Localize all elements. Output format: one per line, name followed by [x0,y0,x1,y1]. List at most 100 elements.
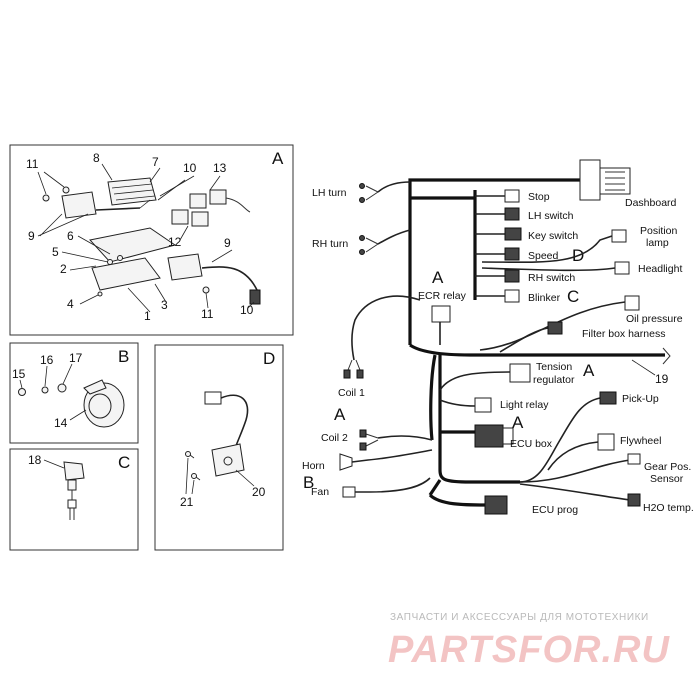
letter-ecu-box-a: A [512,413,524,432]
horn-center [88,393,112,419]
coil1-split [347,359,361,371]
horn-connector [339,453,353,471]
light-relay-connector [474,397,492,413]
label-tension-1: Tension [536,361,572,373]
label-coil-2: Coil 2 [321,432,348,444]
headlight-branch [481,267,616,272]
callout-9-left: 9 [28,229,35,243]
callout-12: 12 [168,235,182,249]
label-ecu-prog: ECU prog [532,504,578,516]
fan-wire [355,477,431,493]
trunk-lower [438,355,520,484]
dashboard-pins [605,171,625,191]
callout-7: 7 [152,155,159,169]
panel-a-leader-lines [37,163,255,313]
label-lh-turn: LH turn [312,187,347,199]
label-position-lamp-1: Position [640,225,678,237]
horn-wire [351,449,433,463]
ecu-box-lock [502,427,514,445]
regulator-connector [509,363,531,383]
trunk-top [408,178,590,198]
screw-6 [117,255,123,261]
pickup-branch [519,397,601,483]
coil2-plug-1 [359,429,367,438]
label-harness-19: 19 [655,372,669,386]
label-oil-pressure: Oil pressure [626,313,683,325]
label-blinker: Blinker [528,292,561,304]
spark-cap-10 [249,289,261,305]
watermark: ЗАПЧАСТИ И АКСЕССУАРЫ ДЛЯ МОТОТЕХНИКИ PA… [388,612,670,671]
relay-terminal [67,499,77,509]
label-fan: Fan [311,486,329,498]
rh-turn-split [365,237,379,253]
panel-d-leader-lines [185,457,255,495]
base-plate-part [91,257,161,291]
screw-4 [97,291,103,297]
letter-blinker-c: C [567,287,579,306]
relay-12b [191,211,209,227]
lh-switch-connector [504,207,520,221]
callout-10-bottom: 10 [240,303,254,317]
coil2-wire [377,435,433,441]
callout-11-bottom: 11 [201,307,214,321]
relay-18 [63,461,85,481]
lh-turn-plug-2 [359,197,365,203]
callout-9-right: 9 [224,236,231,250]
relay-socket [67,479,77,491]
label-lh-switch: LH switch [528,210,574,222]
h2o-temp-connector [627,493,641,507]
letter-horn-b: B [303,473,314,492]
filter-box-connector [547,321,563,335]
rh-turn-plug-1 [359,235,365,241]
trunk-ecu-prog [428,479,442,496]
label-rh-switch: RH switch [528,272,575,284]
label-h2o-temp: H2O temp. [643,502,694,514]
pickup-wire [220,394,249,447]
coil2-plug-2 [359,442,367,451]
pickup-connector [599,391,617,405]
lead-10-top [157,179,186,201]
label-gear-pos-2: Sensor [650,473,684,485]
callout-15: 15 [12,367,26,381]
spacer-17 [57,383,67,393]
panel-d: D 21 20 [154,344,284,551]
panel-d-letter: D [263,349,275,368]
relay-12a [171,209,189,225]
gear-pos-connector [627,453,641,465]
label-flywheel: Flywheel [620,435,661,447]
coil1-plug-1 [343,369,351,379]
gear-pos-branch [519,459,631,483]
panel-b-frame [9,342,139,444]
panel-a: A 11 8 7 10 13 9 6 5 2 [9,144,294,336]
watermark-logo: PARTSFOR.RU [388,629,670,671]
watermark-tagline: ЗАПЧАСТИ И АКСЕССУАРЫ ДЛЯ МОТОТЕХНИКИ [390,612,649,623]
trunk-lower-inner [429,354,437,441]
label-filter-box-harness: Filter box harness [582,328,665,340]
label-gear-pos-1: Gear Pos. [644,461,691,473]
main-harness: Dashboard LH turn RH turn Stop LH switch… [302,159,694,516]
rh-turn-plug-2 [359,249,365,255]
panel-c-letter: C [118,453,130,472]
relay-13b [209,189,227,205]
label-coil-1: Coil 1 [338,387,365,399]
label-stop: Stop [528,191,550,203]
oil-pressure-connector [624,295,640,311]
ecu-prog-connector [484,495,508,515]
sensor-hole [223,456,233,466]
label-position-lamp-2: lamp [646,237,669,249]
callout-4: 4 [67,297,74,311]
regulator-fins [111,183,156,201]
flywheel-branch [547,441,599,471]
panel-c-frame [9,448,139,551]
label-headlight: Headlight [638,263,682,275]
stop-connector [504,189,520,203]
horn-bracket [83,379,107,395]
panel-d-frame [154,344,284,551]
relay-wire [225,197,251,213]
lh-turn-wire [377,181,411,193]
label-pick-up: Pick-Up [622,393,659,405]
callout-20: 20 [252,485,266,499]
callout-13: 13 [213,161,227,175]
callout-3: 3 [161,298,168,312]
